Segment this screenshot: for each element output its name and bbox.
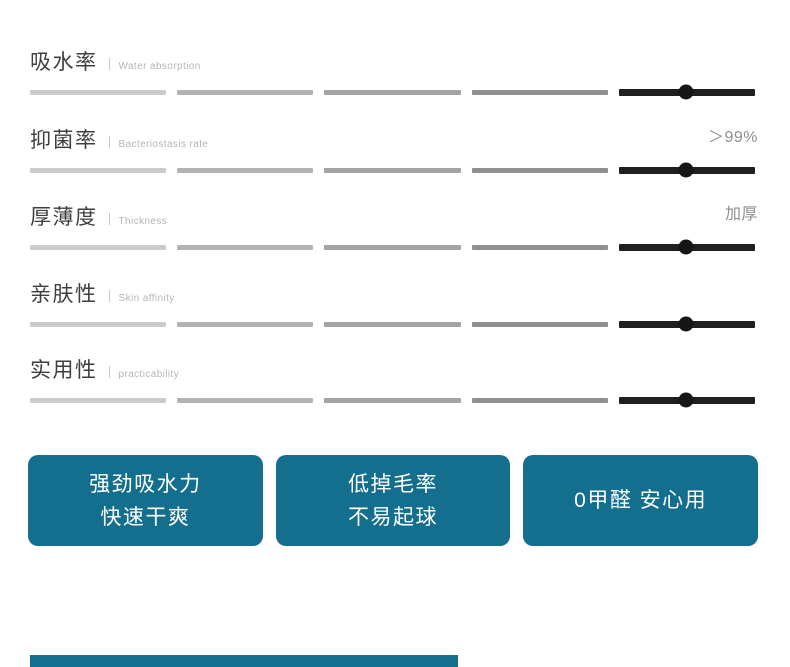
spec-label-zh: 厚薄度 — [30, 206, 98, 229]
rating-segment-active — [618, 392, 756, 408]
spec-label-zh: 实用性 — [30, 359, 98, 382]
rating-segment-active — [618, 84, 756, 100]
rating-segment — [471, 244, 608, 250]
spec-label-zh: 吸水率 — [30, 51, 98, 74]
rating-dot — [678, 162, 694, 178]
rating-segment-active — [618, 239, 756, 255]
rating-dot — [678, 316, 694, 332]
rating-segment — [324, 244, 461, 250]
next-section-strip — [30, 655, 458, 667]
label-divider — [108, 290, 110, 302]
label-divider — [108, 366, 110, 378]
rating-dot — [678, 239, 694, 255]
rating-dot — [678, 84, 694, 100]
rating-segment — [471, 167, 608, 173]
spec-row-thickness: 厚薄度 Thickness 加厚 — [30, 203, 758, 255]
rating-bar — [30, 392, 756, 408]
rating-dot — [678, 392, 694, 408]
spec-label-zh: 抑菌率 — [30, 129, 98, 152]
rating-segment — [471, 397, 608, 403]
spec-label-en: practicability — [118, 369, 180, 380]
rating-segment — [177, 244, 314, 250]
rating-bar — [30, 162, 756, 178]
spec-row-practicability: 实用性 practicability — [30, 356, 756, 408]
highlight-line: 强劲吸水力 — [89, 472, 202, 496]
highlight-box-lint: 低掉毛率 不易起球 — [275, 455, 511, 546]
spec-header: 实用性 practicability — [30, 356, 755, 386]
label-divider — [108, 136, 110, 148]
rating-segment — [30, 397, 167, 403]
spec-label-en: Bacteriostasis rate — [118, 139, 209, 150]
spec-header: 抑菌率 Bacteriostasis rate ＞99% — [30, 126, 758, 156]
highlight-box-absorption: 强劲吸水力 快速干爽 — [28, 455, 263, 546]
spec-header: 厚薄度 Thickness 加厚 — [30, 203, 758, 233]
rating-segment — [177, 397, 314, 403]
rating-segment — [30, 244, 167, 250]
spec-note: 加厚 — [724, 206, 758, 223]
rating-segment — [324, 397, 461, 403]
rating-bar — [30, 316, 756, 332]
rating-segment — [177, 321, 314, 327]
rating-segment — [471, 89, 608, 95]
rating-segment-active — [618, 316, 756, 332]
spec-row-bacteriostasis: 抑菌率 Bacteriostasis rate ＞99% — [30, 126, 758, 178]
spec-header: 亲肤性 Skin affinity — [30, 280, 755, 310]
highlight-box-formaldehyde: 0甲醛 安心用 — [523, 455, 759, 546]
spec-label-zh: 亲肤性 — [30, 283, 98, 306]
spec-label-en: Thickness — [118, 216, 168, 227]
spec-label-en: Water absorption — [118, 61, 201, 72]
rating-segment — [30, 321, 167, 327]
label-divider — [108, 58, 110, 70]
rating-segment — [471, 321, 608, 327]
rating-bar — [30, 239, 756, 255]
rating-segment — [177, 167, 314, 173]
rating-segment — [177, 89, 314, 95]
rating-segment — [324, 321, 461, 327]
rating-bar — [30, 84, 756, 100]
highlight-line: 不易起球 — [348, 505, 438, 529]
spec-label-en: Skin affinity — [118, 293, 175, 304]
highlight-line: 0甲醛 安心用 — [574, 489, 708, 512]
highlight-line: 快速干爽 — [100, 505, 191, 529]
spec-note: ＞99% — [707, 129, 758, 146]
spec-row-water-absorption: 吸水率 Water absorption — [30, 48, 756, 100]
rating-segment — [30, 167, 167, 173]
label-divider — [108, 213, 110, 225]
spec-row-skin-affinity: 亲肤性 Skin affinity — [30, 280, 756, 332]
spec-header: 吸水率 Water absorption — [30, 48, 755, 78]
highlight-line: 低掉毛率 — [348, 472, 438, 496]
rating-segment-active — [618, 162, 756, 178]
rating-segment — [324, 167, 461, 173]
rating-segment — [30, 89, 167, 95]
highlight-boxes: 强劲吸水力 快速干爽 低掉毛率 不易起球 0甲醛 安心用 — [28, 455, 759, 546]
rating-segment — [324, 89, 461, 95]
